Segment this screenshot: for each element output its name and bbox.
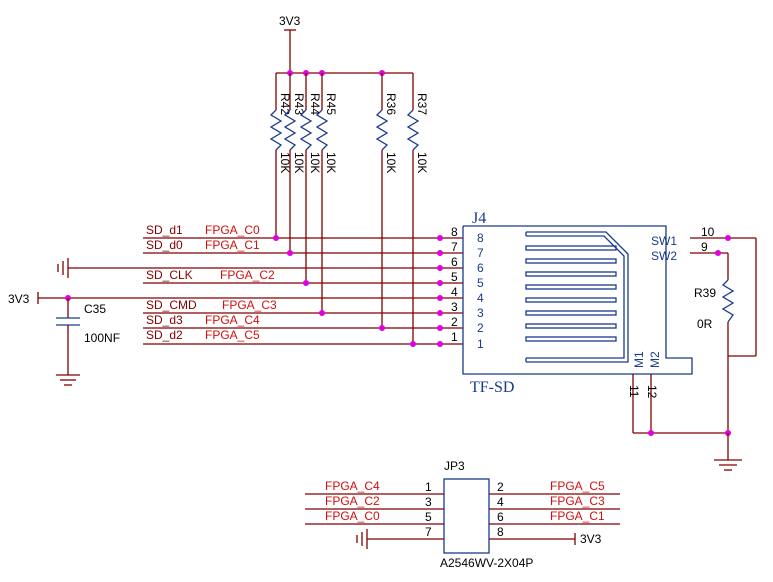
c35-value: 100NF [84,331,120,345]
pullup-resistor-r43: R43 10K [283,73,306,253]
pullup-resistor-r44: R44 10K [299,73,322,283]
svg-text:7: 7 [451,240,458,254]
svg-text:4: 4 [477,291,484,305]
svg-text:6: 6 [451,255,458,269]
jp3-3v3-label: 3V3 [580,532,602,546]
r39-ref: R39 [694,286,716,300]
card-contacts [525,231,629,363]
switch-circuit: 10 9 R39 0R [690,225,757,433]
svg-text:10: 10 [701,225,715,239]
header-jp3: JP3 A2546WV-2X04P 1 3 5 7 2 4 6 8 FPGA_C… [305,459,620,570]
pullup-resistor-r42: R42 10K [269,73,292,238]
pullup-resistor-r45: R45 10K [315,73,338,313]
svg-text:5: 5 [477,276,484,290]
j4-outer-pin-numbers: 8 7 6 5 4 3 2 1 [451,225,458,344]
r36-value: 10K [384,152,398,173]
r36-ref: R36 [384,93,398,115]
r45-ref: R45 [324,93,338,115]
svg-text:8: 8 [451,225,458,239]
m1-label: M1 [632,351,646,368]
ground-symbol-pin6 [57,258,69,278]
jp3-net: FPGA_C3 [550,494,605,508]
svg-text:9: 9 [701,240,708,254]
sw2-label: SW2 [651,249,677,263]
pullup-resistor-r36: R36 10K [375,73,398,328]
net-label: SD_CLK [146,268,193,282]
jp3-net: FPGA_C2 [325,494,380,508]
svg-text:8: 8 [497,525,504,539]
svg-text:1: 1 [451,330,458,344]
r37-value: 10K [415,152,429,173]
svg-text:5: 5 [451,270,458,284]
r37-ref: R37 [415,93,429,115]
svg-text:4: 4 [497,495,504,509]
svg-text:1: 1 [425,480,432,494]
signal-wires [68,235,463,347]
jp3-ref: JP3 [444,459,465,473]
r43-value: 10K [292,152,306,173]
c35-ref: C35 [84,302,106,316]
left-3v3-label: 3V3 [8,292,30,306]
jp3-net: FPGA_C4 [325,479,380,493]
fpga-label: FPGA_C4 [205,313,260,327]
fpga-label: FPGA_C5 [205,328,260,342]
r45-value: 10K [324,152,338,173]
fpga-label: FPGA_C1 [205,238,260,252]
j4-ref: J4 [472,210,486,227]
fpga-label: FPGA_C2 [220,268,275,282]
svg-text:5: 5 [425,510,432,524]
svg-text:3: 3 [425,495,432,509]
svg-text:3: 3 [477,306,484,320]
svg-text:4: 4 [451,285,458,299]
net-label: SD_d0 [146,238,183,252]
svg-text:2: 2 [497,480,504,494]
svg-text:2: 2 [451,315,458,329]
r44-ref: R44 [308,93,322,115]
jp3-net: FPGA_C1 [550,509,605,523]
pullup-resistor-r37: R37 10K [406,73,429,344]
top-3v3-label: 3V3 [279,14,301,28]
mount-pins-ground: 11 12 [627,374,742,471]
jp3-net: FPGA_C0 [325,509,380,523]
svg-text:8: 8 [477,231,484,245]
net-label: SD_CMD [146,298,197,312]
jp3-part: A2546WV-2X04P [440,556,533,570]
r43-ref: R43 [292,93,306,115]
net-label: SD_d1 [146,223,183,237]
svg-text:3: 3 [451,300,458,314]
sw1-label: SW1 [651,234,677,248]
net-label: SD_d3 [146,313,183,327]
svg-text:1: 1 [477,337,484,351]
r39-value: 0R [697,317,713,331]
svg-text:11: 11 [627,385,641,398]
svg-text:7: 7 [425,525,432,539]
capacitor-c35: 3V3 C35 100NF [8,292,120,386]
connector-j4: J4 TF-SD 8 7 6 5 4 3 2 1 SW1 SW2 M1 [462,210,693,396]
svg-text:6: 6 [497,510,504,524]
r44-value: 10K [308,152,322,173]
net-label: SD_d2 [146,328,183,342]
m2-label: M2 [648,351,662,368]
svg-text:7: 7 [477,246,484,260]
signal-labels: SD_d1 FPGA_C0 SD_d0 FPGA_C1 SD_CLK FPGA_… [146,223,277,342]
r42-value: 10K [278,152,292,173]
fpga-label: FPGA_C3 [222,298,277,312]
svg-text:6: 6 [477,261,484,275]
top-3v3-rail: 3V3 [276,14,413,76]
r42-ref: R42 [278,93,292,115]
j4-name: TF-SD [470,379,514,396]
svg-text:12: 12 [645,385,659,399]
svg-text:2: 2 [477,321,484,335]
jp3-net: FPGA_C5 [550,479,605,493]
fpga-label: FPGA_C0 [205,223,260,237]
